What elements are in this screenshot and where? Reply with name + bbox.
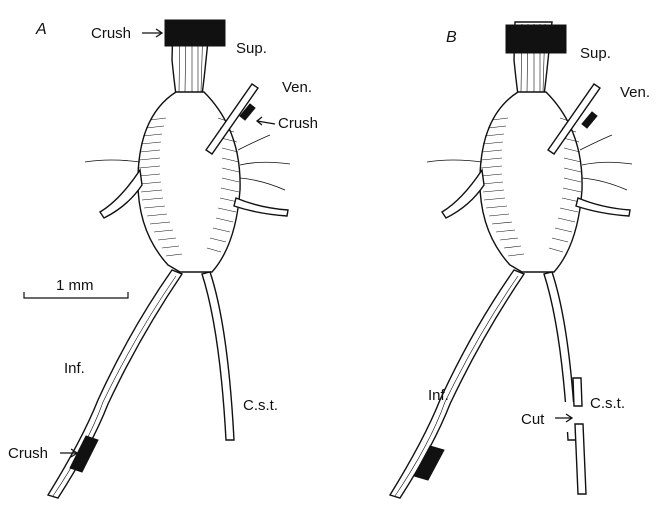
crush-block-ven-b xyxy=(582,112,597,128)
label-cut-b: Cut xyxy=(521,411,545,428)
label-crush-ven-a: Crush xyxy=(278,115,318,132)
label-crush-sup-a: Crush xyxy=(91,25,131,42)
scale-bar: 1 mm xyxy=(24,277,128,298)
label-inf-b: Inf. xyxy=(428,387,449,404)
label-ven-b: Ven. xyxy=(620,84,650,101)
label-sup-b: Sup. xyxy=(580,45,611,62)
label-sup-a: Sup. xyxy=(236,40,267,57)
panel-b: B Sup. Ven. Inf. C.s.t. Cut xyxy=(390,22,650,498)
crush-block-sup-a xyxy=(165,20,225,46)
label-inf-a: Inf. xyxy=(64,360,85,377)
crush-block-sup-b xyxy=(506,25,566,53)
panel-a: A Crush Sup. Ven. Crush Inf. C.s.t. Crus… xyxy=(8,20,318,498)
label-cst-a: C.s.t. xyxy=(243,397,278,414)
scale-bar-label: 1 mm xyxy=(56,277,94,294)
label-crush-inf-a: Crush xyxy=(8,445,48,462)
panel-letter-b: B xyxy=(446,29,457,46)
label-ven-a: Ven. xyxy=(282,79,312,96)
arrow-crush-sup-a xyxy=(142,29,162,37)
arrow-crush-ven-a xyxy=(257,117,275,125)
label-cst-b: C.s.t. xyxy=(590,395,625,412)
panel-letter-a: A xyxy=(35,21,47,38)
